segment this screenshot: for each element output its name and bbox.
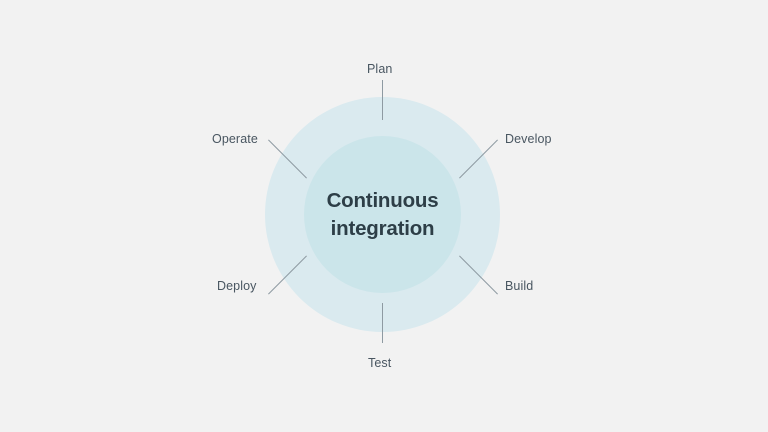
node-label-operate: Operate (212, 132, 258, 146)
connector-tick-plan (382, 80, 383, 120)
center-label: Continuous integration (304, 136, 461, 293)
node-label-plan: Plan (367, 62, 393, 76)
connector-tick-test (382, 303, 383, 343)
node-label-build: Build (505, 279, 534, 293)
node-label-develop: Develop (505, 132, 552, 146)
center-label-line-1: Continuous (326, 188, 439, 212)
node-label-test: Test (368, 356, 392, 370)
center-label-line-2: integration (330, 216, 435, 240)
node-label-deploy: Deploy (217, 279, 257, 293)
inner-circle (304, 136, 461, 293)
